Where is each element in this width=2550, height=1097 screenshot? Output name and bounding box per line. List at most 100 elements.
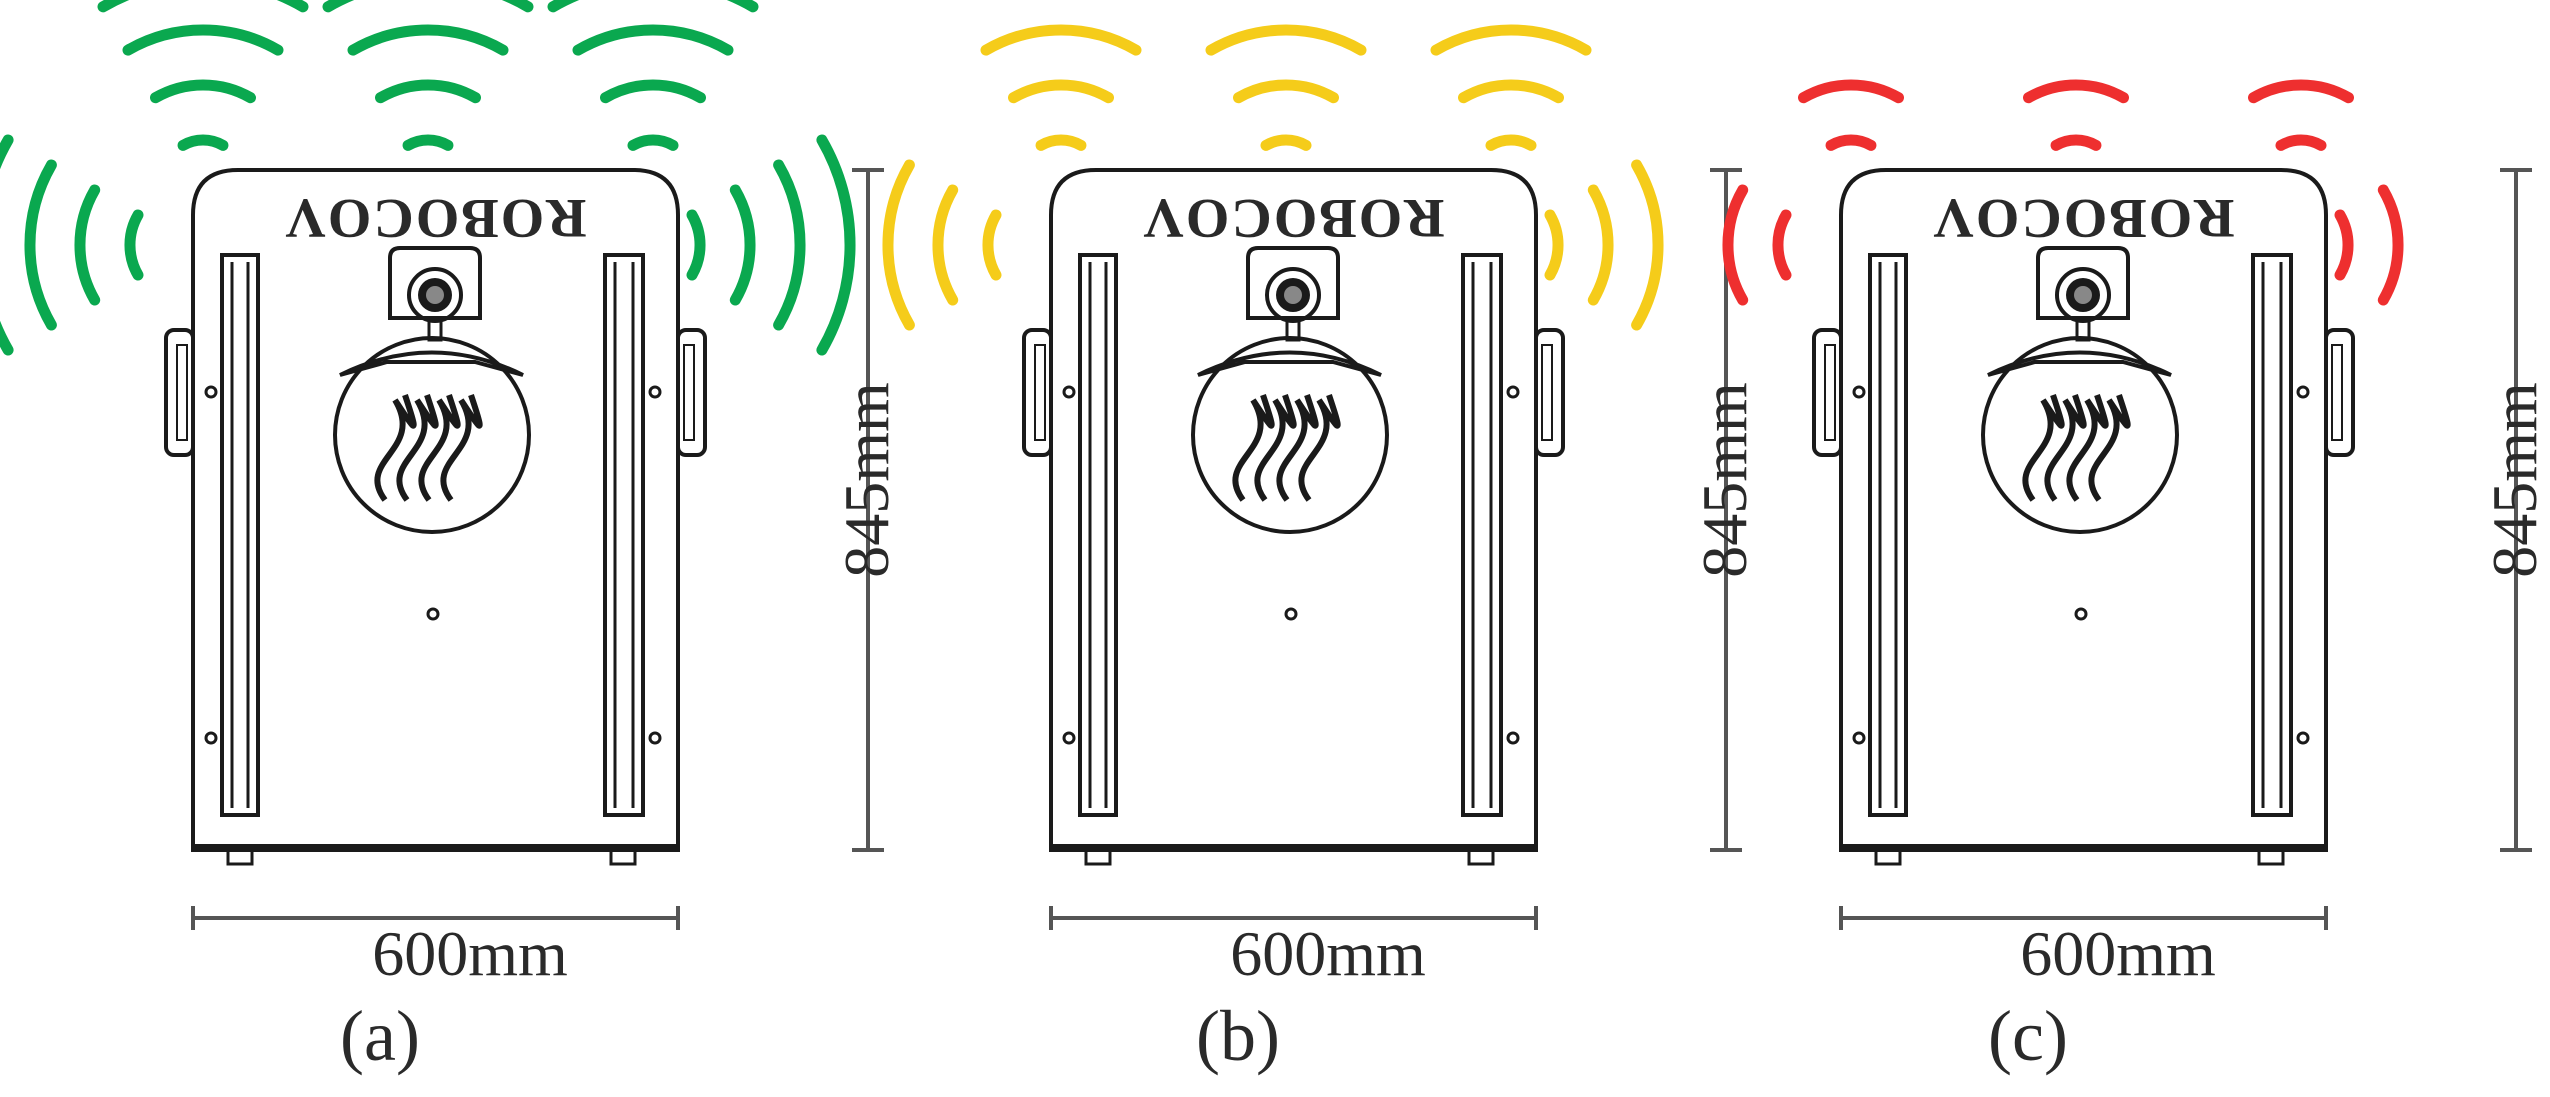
flame-stroke (396, 394, 439, 502)
screw (2296, 731, 2310, 745)
signal-arc-left (932, 184, 959, 306)
robot-body: ROBOCOV (1812, 168, 2355, 866)
signal-arc (2050, 134, 2102, 151)
brand-logo-text: ROBOCOV (283, 187, 586, 249)
width-label: 600mm (372, 918, 568, 989)
signal-waves (882, 24, 1664, 331)
right-rail (2251, 253, 2293, 817)
signal-arc (627, 134, 679, 151)
screw (204, 385, 218, 399)
signal-arc-right (2334, 209, 2354, 281)
flame-stroke (1276, 394, 1319, 502)
signal-arc-left (882, 159, 915, 331)
left-handle-inner (1034, 344, 1046, 441)
screw (1852, 731, 1866, 745)
flame-stroke (2088, 394, 2131, 502)
body-outline (1839, 168, 2328, 852)
signal-arc (177, 134, 229, 151)
height-label: 845mm (2479, 382, 2550, 578)
foot (1084, 848, 1112, 866)
signal-arc (1008, 79, 1114, 104)
camera-mount (1987, 350, 2172, 377)
signal-arc (2248, 79, 2354, 104)
signal-arc-left (982, 209, 1002, 281)
panel-c: ROBOCOV 600mm 845mm (c) (1722, 79, 2550, 1076)
signal-waves (0, 0, 856, 356)
flame-stroke (418, 394, 461, 502)
left-handle (1022, 328, 1053, 457)
panel-caption: (b) (1196, 996, 1280, 1076)
foot (2257, 848, 2285, 866)
camera-ring (407, 267, 463, 323)
left-rail (220, 253, 260, 817)
vent-circle (1981, 336, 2179, 534)
left-handle-inner (1824, 344, 1836, 441)
flame-stroke (2044, 394, 2087, 502)
panel-caption: (c) (1988, 996, 2068, 1076)
right-handle (2324, 328, 2355, 457)
signal-arc (1430, 24, 1592, 56)
flame-stroke (440, 394, 483, 502)
left-rail (1078, 253, 1118, 817)
signal-arc (1798, 79, 1904, 104)
signal-arc (347, 24, 509, 56)
flame-stroke (374, 394, 417, 502)
signal-arc-left (24, 159, 57, 331)
camera-housing (388, 246, 482, 320)
signal-arc-right (1544, 209, 1564, 281)
base-strip (193, 844, 678, 850)
width-label: 600mm (2020, 918, 2216, 989)
signal-arc (1035, 134, 1087, 151)
width-label: 600mm (1230, 918, 1426, 989)
signal-arc-right (773, 159, 806, 331)
foot (226, 848, 254, 866)
signal-arc (1485, 134, 1537, 151)
right-handle-inner (1541, 344, 1553, 441)
screw (1852, 385, 1866, 399)
left-handle-inner (176, 344, 188, 441)
flame-stroke (1254, 394, 1297, 502)
signal-waves (1722, 79, 2404, 306)
base-strip (1051, 844, 1536, 850)
signal-arc (2023, 79, 2129, 104)
foot (609, 848, 637, 866)
height-label: 845mm (831, 382, 902, 578)
signal-arc-right (1631, 159, 1664, 331)
screw (648, 731, 662, 745)
signal-arc (1205, 24, 1367, 56)
signal-arc (980, 24, 1142, 56)
camera-lens-inner (2074, 286, 2092, 304)
signal-arc (1825, 134, 1877, 151)
right-handle-inner (2331, 344, 2343, 441)
signal-arc (375, 79, 481, 104)
camera-mount (339, 350, 524, 377)
screw (2074, 607, 2088, 621)
left-handle (1812, 328, 1843, 457)
foot (1874, 848, 1902, 866)
screw (1284, 607, 1298, 621)
flame-stroke (1298, 394, 1341, 502)
camera-housing (2036, 246, 2130, 320)
signal-arc (1458, 79, 1564, 104)
height-label: 845mm (1689, 382, 1760, 578)
signal-arc-right (816, 134, 856, 356)
screw (1506, 385, 1520, 399)
body-outline (1049, 168, 1538, 852)
body-outline (191, 168, 680, 852)
right-rail (603, 253, 645, 817)
screw (648, 385, 662, 399)
camera-mount (1197, 350, 1382, 377)
camera-ring (1265, 267, 1321, 323)
signal-arc (1233, 79, 1339, 104)
screw (204, 731, 218, 745)
camera-lens-inner (1284, 286, 1302, 304)
camera-ring (2055, 267, 2111, 323)
screw (2296, 385, 2310, 399)
right-handle-inner (683, 344, 695, 441)
signal-arc-right (1587, 184, 1614, 306)
signal-arc (122, 24, 284, 56)
signal-arc-left (74, 184, 101, 306)
signal-arc (402, 134, 454, 151)
flame-stroke (2066, 394, 2109, 502)
